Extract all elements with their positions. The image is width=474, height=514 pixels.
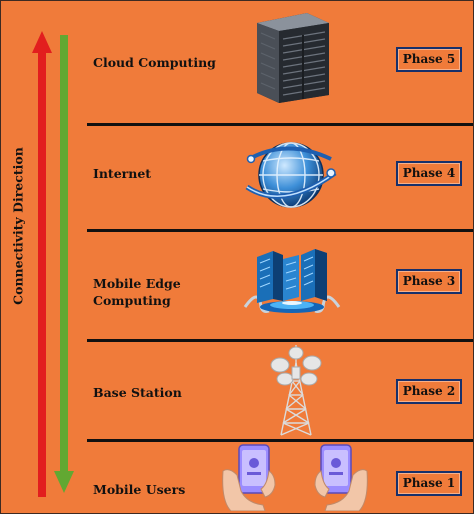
edge-server-icon <box>243 249 341 313</box>
phase-badge-1: Phase 1 <box>396 471 462 496</box>
phase-badge-5: Phase 5 <box>396 47 462 72</box>
upward-arrow <box>32 31 52 497</box>
smartphone-hands-icon <box>222 444 368 511</box>
tier-label-cloud-computing: Cloud Computing <box>93 55 216 70</box>
tier-divider <box>87 229 473 232</box>
tier-label-mobile-users: Mobile Users <box>93 482 186 497</box>
tier-label-base-station: Base Station <box>93 385 182 400</box>
phase-badge-4: Phase 4 <box>396 161 462 186</box>
tier-divider <box>87 123 473 126</box>
tier-divider <box>87 339 473 342</box>
tier-label-mobile-edge-computing: Mobile Edge Computing <box>93 276 181 308</box>
cell-tower-icon <box>270 345 322 436</box>
server-rack-icon <box>257 13 329 103</box>
downward-arrow <box>54 35 74 493</box>
phase-badge-3: Phase 3 <box>396 269 462 294</box>
phase-badge-2: Phase 2 <box>396 379 462 404</box>
tier-divider <box>87 439 473 442</box>
globe-network-icon <box>245 142 337 208</box>
axis-label: Connectivity Direction <box>10 147 26 305</box>
tier-label-internet: Internet <box>93 166 152 181</box>
